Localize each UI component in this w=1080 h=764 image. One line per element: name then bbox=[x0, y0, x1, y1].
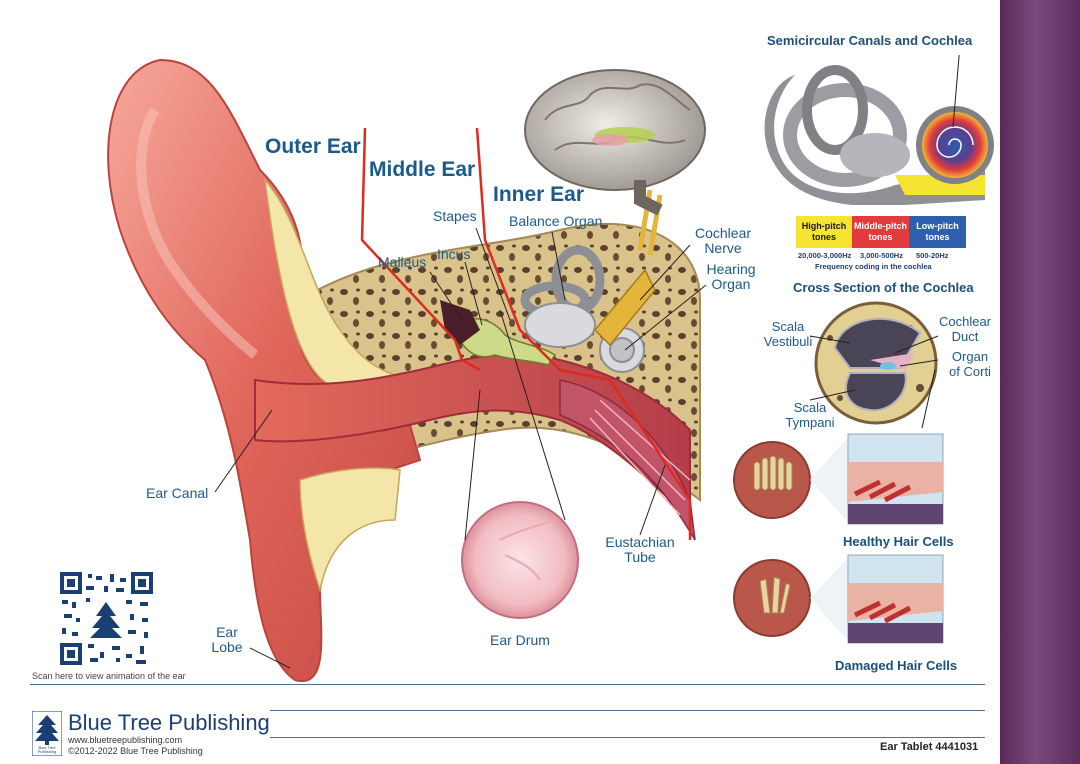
tone-low-label: Low-pitch tones bbox=[916, 221, 959, 242]
healthy-hair-cells-title: Healthy Hair Cells bbox=[843, 534, 954, 549]
cross-section-title: Cross Section of the Cochlea bbox=[793, 280, 974, 295]
blue-tree-logo bbox=[32, 711, 62, 756]
damaged-hair-cells-illustration bbox=[733, 554, 944, 644]
tone-high: High-pitch tones bbox=[796, 216, 852, 248]
purple-side-band bbox=[1000, 0, 1080, 764]
labyrinth bbox=[520, 245, 645, 373]
brand-name: Blue Tree Publishing bbox=[68, 710, 270, 735]
ear-canal-label: Ear Canal bbox=[146, 485, 209, 501]
ear-drum-label: Ear Drum bbox=[490, 632, 550, 648]
cochlear-duct-label: Cochlear Duct bbox=[938, 314, 992, 344]
outer-middle-boundary bbox=[360, 127, 481, 372]
ear-illustration bbox=[107, 58, 707, 683]
copyright: ©2012-2022 Blue Tree Publishing bbox=[68, 746, 203, 756]
inner-ear-title: Inner Ear bbox=[493, 183, 585, 206]
tone-high-label: High-pitch tones bbox=[801, 221, 847, 242]
healthy-hair-cells-illustration bbox=[733, 433, 944, 525]
canals-title: Semicircular Canals and Cochlea bbox=[767, 33, 973, 48]
qr-caption: Scan here to view animation of the ear bbox=[32, 671, 186, 681]
cochlear-nerve-shape bbox=[593, 268, 656, 347]
incus-label: Incus bbox=[437, 246, 471, 262]
scala-tympani-label: Scala Tympani bbox=[785, 400, 835, 430]
middle-inner-boundary bbox=[475, 127, 692, 540]
qr-code[interactable] bbox=[60, 572, 153, 665]
scala-vestibuli-label: Scala Vestibuli bbox=[763, 319, 813, 349]
tablet-id: Ear Tablet 4441031 bbox=[880, 741, 979, 753]
freq-middle: 3,000-500Hz bbox=[860, 251, 903, 260]
freq-caption: Frequency coding in the cochlea bbox=[815, 262, 932, 271]
leader-lines bbox=[214, 227, 707, 669]
brain bbox=[524, 69, 706, 216]
semicircular-canals-illustration bbox=[764, 55, 994, 205]
footer-divider-middle bbox=[270, 710, 985, 711]
stapes-label: Stapes bbox=[433, 208, 477, 224]
damaged-hair-cells-title: Damaged Hair Cells bbox=[835, 658, 958, 673]
tone-low: Low-pitch tones bbox=[909, 216, 966, 248]
ossicles bbox=[454, 318, 557, 366]
tone-middle: Middle-pitch tones bbox=[852, 216, 909, 248]
footer-divider-bottom bbox=[270, 737, 985, 738]
lobe-cartilage bbox=[299, 467, 401, 593]
footer-divider-top bbox=[30, 684, 985, 685]
hearing-organ-label: Hearing Organ bbox=[706, 261, 756, 292]
outer-ear-title: Outer Ear bbox=[265, 135, 361, 158]
freq-low: 500-20Hz bbox=[916, 251, 949, 260]
eustachian-tube-label: Eustachian Tube bbox=[605, 534, 675, 565]
middle-ear-title: Middle Ear bbox=[369, 158, 476, 181]
organ-of-corti-label: Organ of Corti bbox=[949, 349, 991, 379]
brand-url[interactable]: www.bluetreepublishing.com bbox=[68, 735, 183, 745]
malleus-label: Malleus bbox=[378, 254, 427, 270]
auricle-fold bbox=[136, 107, 259, 359]
cartilage bbox=[263, 177, 402, 391]
ear-lobe-label: Ear Lobe bbox=[211, 624, 243, 655]
ear-drum-inset bbox=[461, 501, 579, 619]
balance-organ-label: Balance Organ bbox=[509, 213, 603, 229]
tone-bar: High-pitch tones Middle-pitch tones Low-… bbox=[796, 216, 966, 248]
auricle bbox=[107, 58, 422, 683]
tone-middle-label: Middle-pitch tones bbox=[854, 221, 907, 242]
freq-high: 20,000-3,000Hz bbox=[798, 251, 852, 260]
cochlea-cross-section bbox=[810, 301, 939, 429]
eustachian-tube-shape bbox=[559, 379, 696, 541]
cochlear-nerve-label: Cochlear Nerve bbox=[694, 225, 752, 256]
logo-text: Blue Tree Publishing bbox=[37, 745, 57, 754]
